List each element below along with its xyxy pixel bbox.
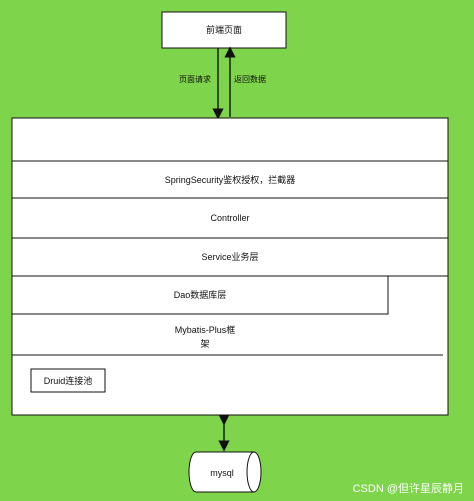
mysql-database-cylinder: mysql	[188, 451, 262, 493]
csdn-watermark: CSDN @但许星辰静月	[353, 481, 464, 495]
frontend-page-label: 前端页面	[206, 24, 242, 35]
response-label: 返回数据	[234, 74, 266, 84]
service-layer: Service业务层	[11, 237, 449, 277]
mybatis-label-line1: Mybatis-Plus框	[175, 324, 236, 335]
security-layer-label: SpringSecurity鉴权授权，拦截器	[165, 174, 296, 185]
druid-pool-label: Druid连接池	[44, 375, 93, 386]
mybatis-label-line2: 架	[200, 339, 209, 349]
frontend-page-box: 前端页面	[161, 11, 287, 49]
druid-pool-box: Druid连接池	[30, 368, 106, 393]
controller-layer: Controller	[11, 197, 449, 239]
dao-layer: Dao数据库层	[11, 275, 389, 315]
security-layer: SpringSecurity鉴权授权，拦截器	[11, 160, 449, 199]
mysql-label: mysql	[210, 468, 234, 478]
request-label: 页面请求	[179, 74, 211, 84]
dao-layer-label: Dao数据库层	[174, 289, 227, 300]
service-layer-label: Service业务层	[201, 251, 258, 262]
controller-layer-label: Controller	[210, 213, 249, 223]
